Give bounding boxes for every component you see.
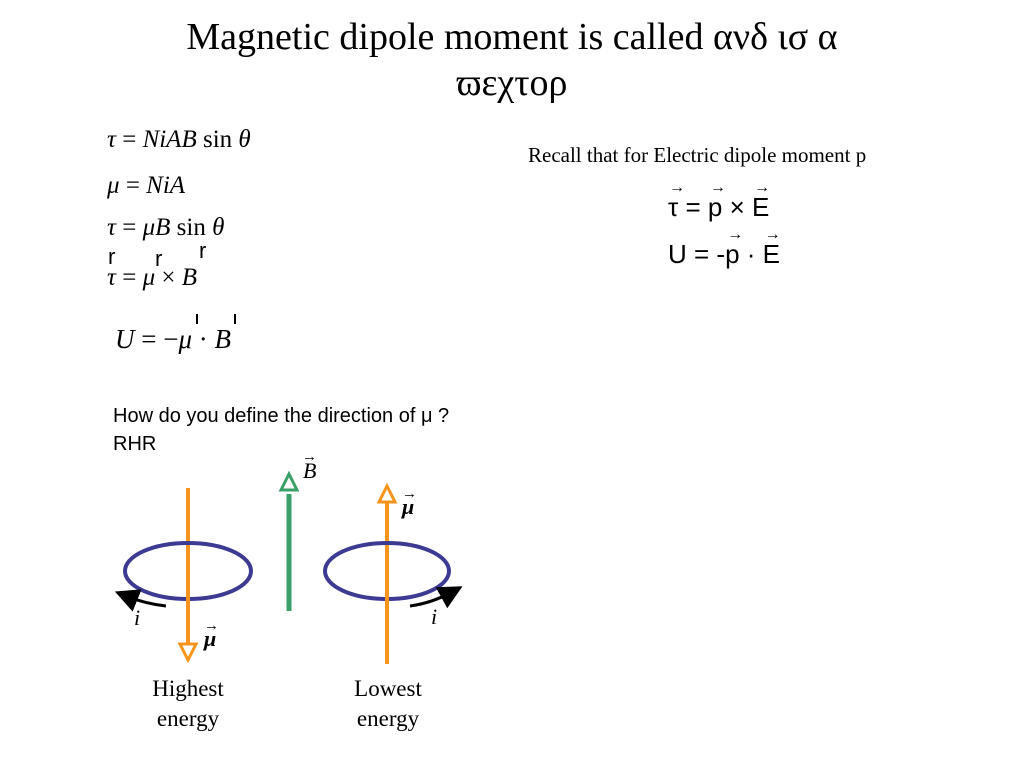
e-vector: →E (762, 226, 781, 269)
mu-label-right: μ → (401, 485, 417, 519)
title-line-1: Magnetic dipole moment is called ανδ ισ … (186, 16, 838, 58)
equation-energy: U = −μ · B (115, 324, 232, 354)
question-line-2: RHR (113, 433, 157, 455)
mu-arrowhead (177, 642, 199, 664)
current-label-right: i (431, 604, 437, 629)
vector-tick (234, 314, 236, 324)
mu-label-left: μ → (203, 617, 219, 651)
caption-lowest-2: energy (357, 706, 420, 731)
equation-electric-torque: →τ = →p × →E (668, 179, 771, 222)
question-line-1: How do you define the direction of μ ? (113, 405, 450, 427)
equation-mu-nia: μ = NiA (107, 172, 186, 199)
svg-text:B: B (303, 458, 316, 483)
current-arrow-icon (114, 589, 167, 612)
vector-mark: r (108, 244, 116, 269)
p-vector: →p (707, 179, 726, 222)
svg-text:→: → (204, 617, 219, 634)
caption-highest-2: energy (157, 706, 220, 731)
direction-question: How do you define the direction of μ ? R… (113, 402, 449, 458)
b-field-arrow (278, 470, 300, 611)
svg-text:μ: μ (401, 494, 414, 519)
equation-torque-niab: τ = NiAB sin θ (107, 126, 251, 153)
left-current-loop (114, 488, 253, 664)
right-current-loop (323, 482, 463, 664)
slide-title: Magnetic dipole moment is called ανδ ισ … (0, 14, 1024, 106)
svg-text:→: → (302, 448, 317, 465)
title-line-2: ϖεχτορ (456, 62, 568, 104)
vector-mark: r (155, 246, 163, 271)
svg-text:→: → (402, 485, 417, 502)
p-vector: →p (725, 226, 744, 269)
equation-torque-cross: τ = μ × B (107, 264, 198, 291)
caption-lowest-1: Lowest (354, 676, 422, 701)
current-arrow-icon (409, 586, 463, 609)
dipole-figure: i μ → B → i μ → Highest energy Lowest en… (114, 448, 463, 731)
mu-arrowhead (376, 482, 398, 504)
caption-highest-1: Highest (152, 676, 224, 701)
current-label-left: i (134, 605, 140, 630)
svg-text:μ: μ (203, 626, 216, 651)
equation-electric-energy: U = -→p · →E (668, 226, 781, 269)
b-label: B → (302, 448, 317, 483)
recall-text: Recall that for Electric dipole moment p (528, 143, 867, 167)
e-vector: →E (752, 179, 771, 222)
vector-mark: r (199, 238, 207, 263)
equation-torque-mub: τ = μB sin θ (107, 214, 225, 241)
tau-vector: →τ (668, 179, 685, 222)
vector-tick (196, 314, 198, 324)
